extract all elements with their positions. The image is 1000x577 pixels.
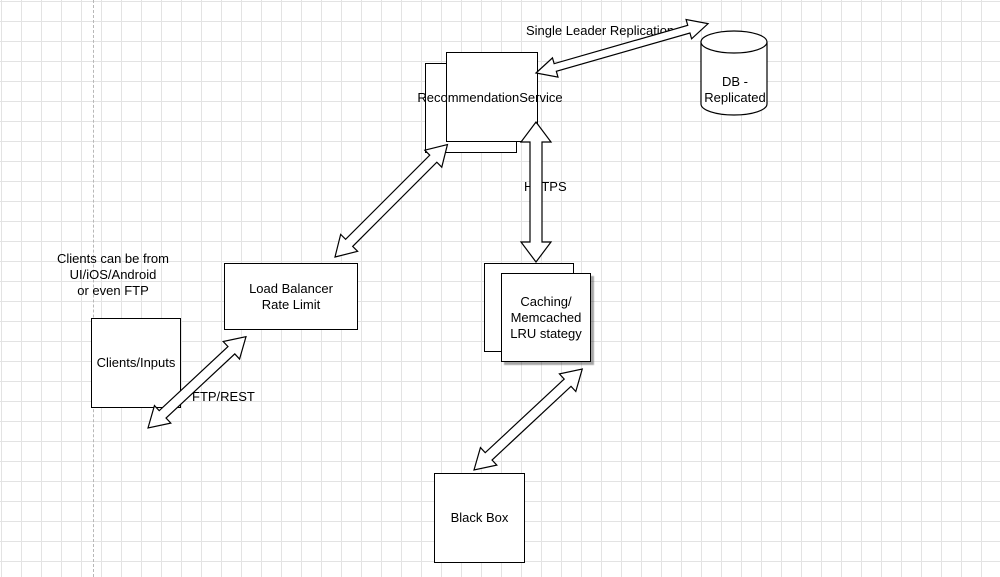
replication-arrow[interactable] <box>533 14 711 83</box>
load-balancer-label: Load Balancer Rate Limit <box>249 280 333 312</box>
load-balancer-node[interactable]: Load Balancer Rate Limit <box>224 263 358 330</box>
lb-recommendation-arrow[interactable] <box>327 136 456 265</box>
black-box-node[interactable]: Black Box <box>434 473 525 563</box>
ftp-rest-label: FTP/REST <box>192 389 255 404</box>
blackbox-caching-arrow[interactable] <box>466 360 591 478</box>
db-cylinder[interactable] <box>700 30 770 120</box>
clients-lb-arrow[interactable] <box>140 328 254 437</box>
https-arrow[interactable] <box>519 121 553 263</box>
recommendation-service-label: RecommendationService <box>417 90 563 105</box>
clients-note-label: Clients can be from UI/iOS/Android or ev… <box>57 251 169 298</box>
clients-label: Clients/Inputs <box>96 355 176 370</box>
page-boundary-line <box>93 0 94 577</box>
black-box-label: Black Box <box>450 510 509 525</box>
recommendation-service-node[interactable] <box>446 52 538 142</box>
db-label: DB - Replicated <box>704 74 766 105</box>
caching-label: Caching/ Memcached LRU stategy <box>510 293 582 341</box>
clients-node[interactable]: Clients/Inputs <box>91 318 181 408</box>
caching-node[interactable]: Caching/ Memcached LRU stategy <box>501 273 591 362</box>
